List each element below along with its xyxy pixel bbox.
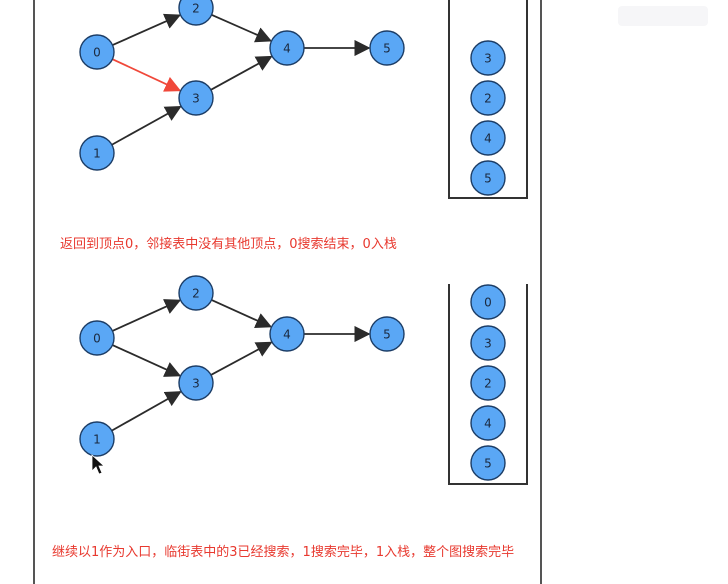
stack-item-top-0-circle	[470, 40, 506, 76]
stack-item-top-2: 4	[470, 120, 506, 156]
stack-item-bottom-0: 0	[470, 284, 506, 320]
node-bottom-1: 1	[79, 421, 115, 457]
stack-item-top-2-circle	[470, 120, 506, 156]
edge-top-3-4	[210, 55, 273, 91]
stack-item-bottom-1-circle	[470, 325, 506, 361]
node-bottom-3: 3	[178, 365, 214, 401]
node-bottom-1-label: 1	[93, 433, 101, 447]
node-top-5-circle	[369, 30, 405, 66]
node-top-2: 2	[178, 0, 214, 26]
node-top-1: 1	[79, 135, 115, 171]
node-bottom-2-circle	[178, 275, 214, 311]
stack-item-top-1-label: 2	[484, 92, 492, 106]
edge-bottom-2-4	[211, 299, 273, 329]
mouse-cursor-icon	[91, 454, 106, 475]
edge-bottom-0-2	[112, 299, 182, 332]
stack-item-top-0: 3	[470, 40, 506, 76]
node-bottom-2-label: 2	[192, 287, 200, 301]
caption-top: 返回到顶点0，邻接表中没有其他顶点，0搜索结束，0入栈	[60, 237, 397, 252]
node-top-4-circle	[269, 30, 305, 66]
stack-item-bottom-2-circle	[470, 365, 506, 401]
node-bottom-4: 4	[269, 316, 305, 352]
stack-item-top-3-label: 5	[484, 172, 492, 186]
node-bottom-4-circle	[269, 316, 305, 352]
stack-item-bottom-2-label: 2	[484, 377, 492, 391]
node-top-1-label: 1	[93, 147, 101, 161]
page-border-left	[33, 0, 35, 584]
stack-item-top-3: 5	[470, 160, 506, 196]
stack-item-bottom-0-label: 0	[484, 296, 492, 310]
stack-item-top-2-label: 4	[484, 132, 492, 146]
edges-layer	[111, 13, 371, 432]
node-bottom-5-circle	[369, 316, 405, 352]
stack-item-top-3-circle	[470, 160, 506, 196]
stack-item-bottom-2: 2	[470, 365, 506, 401]
node-bottom-0-label: 0	[93, 332, 101, 346]
stacks-layer: 3 2 4 5 0 3 2 4 5	[448, 0, 528, 485]
nodes-layer: 0 1 2 3 4 5 0 1 2 3 4 5	[79, 0, 405, 457]
stack-item-top-0-label: 3	[484, 52, 492, 66]
edge-top-0-2	[112, 13, 182, 46]
node-top-2-label: 2	[192, 2, 200, 16]
stack-item-bottom-3-circle	[470, 405, 506, 441]
node-top-5: 5	[369, 30, 405, 66]
node-top-4: 4	[269, 30, 305, 66]
node-bottom-5: 5	[369, 316, 405, 352]
stack-item-bottom-3: 4	[470, 405, 506, 441]
caption-bottom: 继续以1作为入口，临街表中的3已经搜索，1搜索完毕，1入栈，整个图搜索完毕	[52, 545, 515, 560]
stack-container-bottom	[448, 284, 528, 485]
node-bottom-0: 0	[79, 320, 115, 356]
node-bottom-4-label: 4	[283, 328, 291, 342]
edge-top-2-4	[211, 14, 273, 43]
node-top-4-label: 4	[283, 42, 291, 56]
node-bottom-5-label: 5	[383, 328, 391, 342]
node-top-0: 0	[79, 34, 115, 70]
stack-item-bottom-1: 3	[470, 325, 506, 361]
stack-item-bottom-0-circle	[470, 284, 506, 320]
node-bottom-1-circle	[79, 421, 115, 457]
node-bottom-2: 2	[178, 275, 214, 311]
edge-top-0-3	[112, 58, 182, 92]
stack-item-top-1-circle	[470, 80, 506, 116]
node-top-0-circle	[79, 34, 115, 70]
edge-bottom-1-3	[111, 391, 182, 432]
node-top-5-label: 5	[383, 42, 391, 56]
node-bottom-3-circle	[178, 365, 214, 401]
node-bottom-3-label: 3	[192, 377, 200, 391]
stack-item-top-1: 2	[470, 80, 506, 116]
stack-item-bottom-1-label: 3	[484, 337, 492, 351]
node-top-3-circle	[178, 80, 214, 116]
page-border-right	[540, 0, 542, 584]
node-top-1-circle	[79, 135, 115, 171]
stack-item-bottom-3-label: 4	[484, 417, 492, 431]
stack-item-bottom-4-label: 5	[484, 457, 492, 471]
node-bottom-0-circle	[79, 320, 115, 356]
stack-item-bottom-4-circle	[470, 445, 506, 481]
node-top-3-label: 3	[192, 92, 200, 106]
watermark	[618, 6, 708, 26]
stack-container-top	[448, 0, 528, 199]
stack-item-bottom-4: 5	[470, 445, 506, 481]
node-top-2-circle	[178, 0, 214, 26]
node-top-0-label: 0	[93, 46, 101, 60]
edge-bottom-0-3	[112, 344, 182, 377]
edge-bottom-3-4	[210, 341, 273, 376]
edge-top-1-3	[111, 105, 182, 146]
node-top-3: 3	[178, 80, 214, 116]
